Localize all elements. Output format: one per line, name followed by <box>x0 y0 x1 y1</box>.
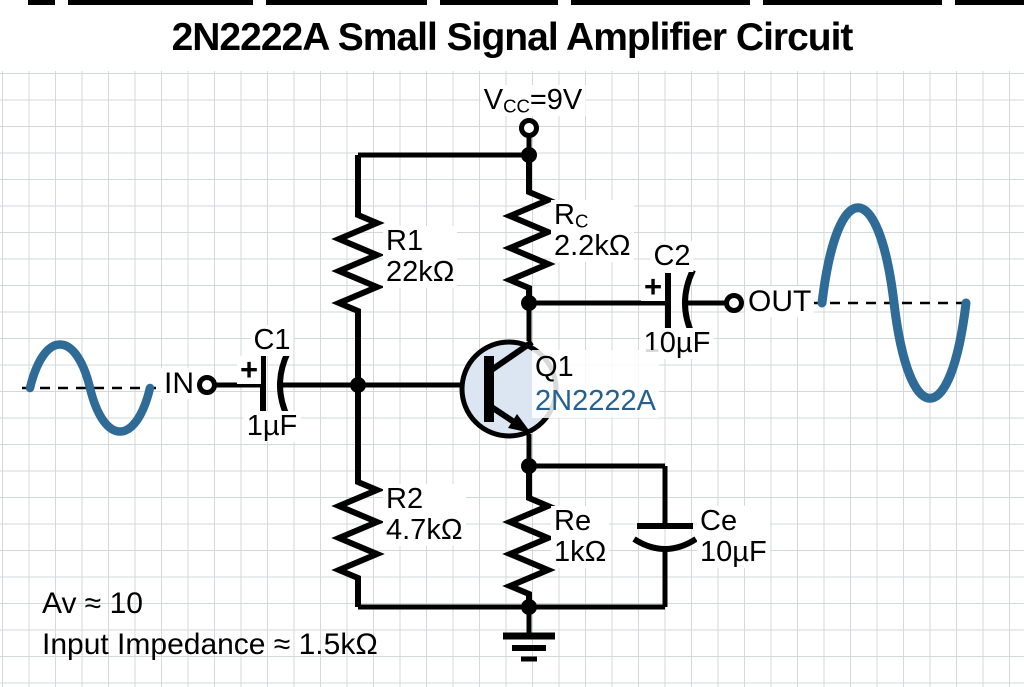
vcc-label-prefix: V <box>483 84 504 116</box>
output-sine-wave <box>817 203 971 403</box>
rc-value: 2.2kΩ <box>554 230 631 262</box>
junction-dot <box>521 147 537 163</box>
q1-designator: Q1 <box>535 351 574 383</box>
in-terminal <box>197 375 217 395</box>
ce-label: Ce 10µF <box>697 506 770 568</box>
r2-value: 4.7kΩ <box>386 514 463 546</box>
re-name: Re <box>554 505 592 537</box>
c2-polarity-mark: + <box>640 271 666 302</box>
terminals <box>197 118 744 395</box>
junction-dot <box>521 599 537 615</box>
rc-name-subscript: C <box>574 210 589 232</box>
junction-dot <box>521 295 537 311</box>
c1-value: 1µF <box>243 411 301 442</box>
q1-label: Q1 2N2222A <box>532 350 659 418</box>
wires <box>215 136 727 610</box>
r1-name: R1 <box>386 225 424 257</box>
in-terminal-label: IN <box>161 368 197 399</box>
resistor-rc-symbol <box>502 155 556 303</box>
c1-name: C1 <box>250 325 294 356</box>
r1-value: 22kΩ <box>386 256 455 288</box>
q1-part-number: 2N2222A <box>535 385 656 417</box>
vcc-label-subscript: CC <box>503 95 530 117</box>
vcc-label-suffix: =9V <box>529 84 583 116</box>
junction-dots <box>350 147 537 615</box>
input-impedance-note: Input Impedance ≈ 1.5kΩ <box>42 628 378 661</box>
junction-dot <box>350 377 366 393</box>
rc-name-prefix: R <box>554 199 575 231</box>
rc-name: RC <box>554 200 631 231</box>
rc-label: RC 2.2kΩ <box>551 200 634 262</box>
out-terminal-label: OUT <box>745 286 815 317</box>
vcc-label: VCC=9V <box>480 84 586 117</box>
r2-name: R2 <box>386 483 424 515</box>
ce-value: 10µF <box>700 536 767 568</box>
resistor-r2-symbol <box>331 385 385 607</box>
junction-dot <box>521 458 537 474</box>
c2-name: C2 <box>650 241 694 272</box>
resistor-r1-symbol <box>331 155 385 385</box>
re-label: Re 1kΩ <box>551 505 610 568</box>
capacitor-ce-curved-plate <box>632 536 698 552</box>
c1-polarity-mark: + <box>236 354 262 385</box>
page-title: 2N2222A Small Signal Amplifier Circuit <box>171 16 854 59</box>
resistors <box>331 155 556 607</box>
gain-note: Av ≈ 10 <box>42 587 143 620</box>
emitter-arrowhead-icon <box>508 414 531 433</box>
top-edge-artifact <box>28 0 1024 5</box>
out-terminal <box>724 293 744 313</box>
transistor-collector-lead <box>488 339 534 374</box>
resistor-re-symbol <box>502 466 556 607</box>
ce-name: Ce <box>700 505 738 537</box>
re-value: 1kΩ <box>554 536 607 568</box>
capacitors <box>260 268 698 552</box>
r1-label: R1 22kΩ <box>383 225 458 288</box>
input-sine-wave <box>25 340 155 436</box>
vcc-terminal <box>519 118 539 138</box>
r2-label: R2 4.7kΩ <box>383 484 466 546</box>
